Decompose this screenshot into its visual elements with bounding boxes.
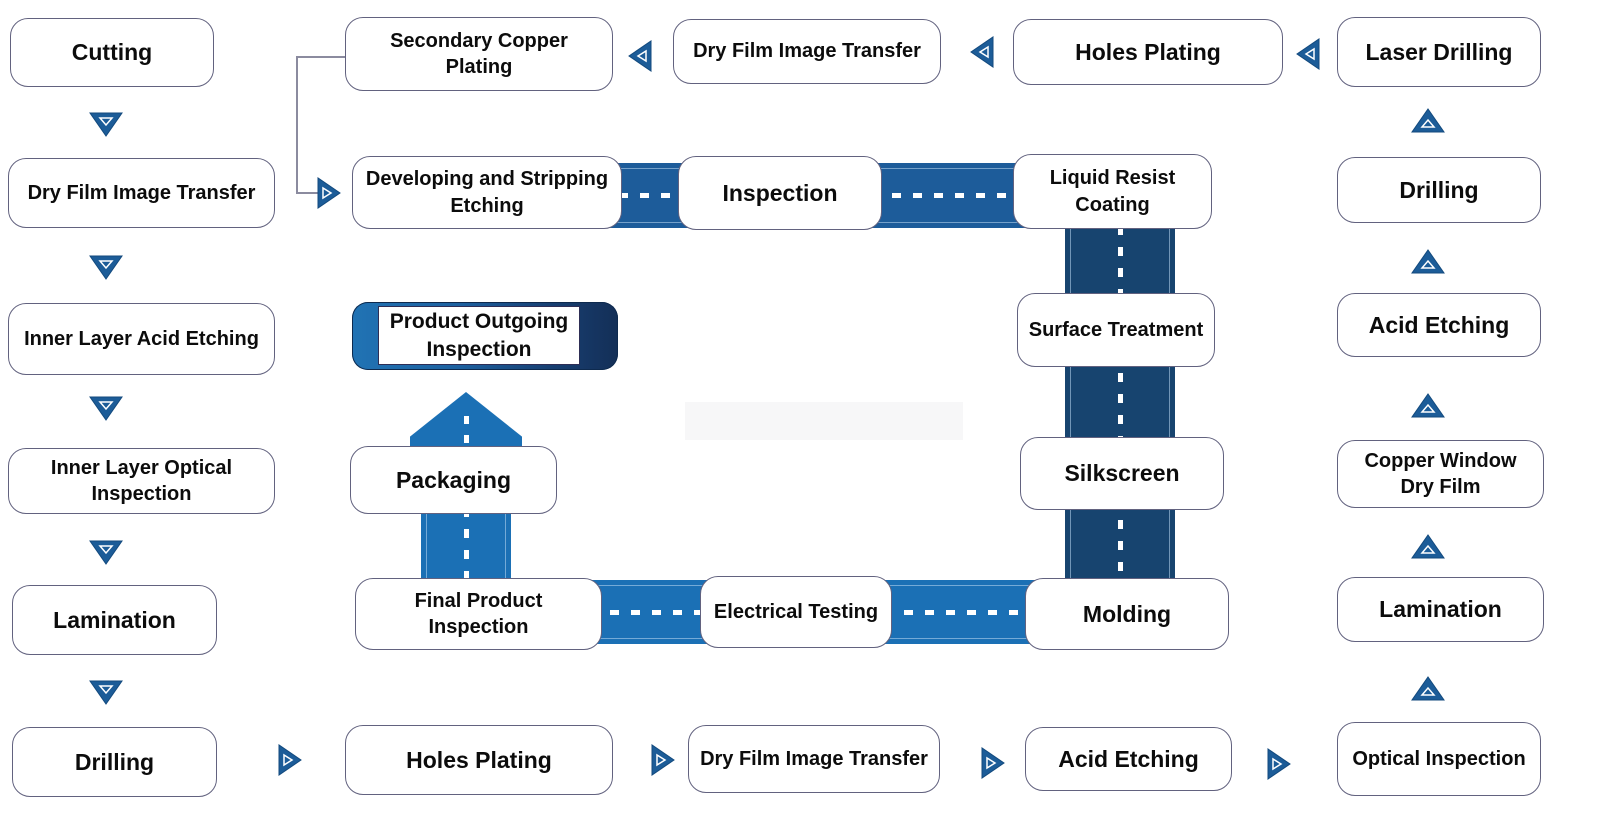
node-lamination-right: Lamination xyxy=(1337,577,1544,642)
node-cutting: Cutting xyxy=(10,18,214,87)
node-acid-etching-bottom: Acid Etching xyxy=(1025,727,1232,791)
wire-top-segment xyxy=(296,56,346,58)
node-silkscreen: Silkscreen xyxy=(1020,437,1224,510)
up-arrow-icon xyxy=(1411,676,1445,701)
node-label: Drilling xyxy=(74,748,155,775)
wire-bottom-segment xyxy=(296,192,320,194)
node-optical-inspection: Optical Inspection xyxy=(1337,722,1541,796)
node-label: Secondary Copper Plating xyxy=(390,29,568,78)
node-packaging: Packaging xyxy=(350,446,557,514)
node-holes-plating-top: Holes Plating xyxy=(1013,19,1283,85)
node-label: Lamination xyxy=(1379,596,1502,623)
right-arrow-icon xyxy=(981,747,1005,779)
up-arrow-icon xyxy=(1411,393,1445,418)
up-arrow-icon xyxy=(1411,534,1445,559)
node-label: Inner Layer Acid Etching xyxy=(24,327,259,350)
down-arrow-icon xyxy=(89,540,123,565)
node-laser-drilling: Laser Drilling xyxy=(1337,17,1541,87)
right-arrow-icon xyxy=(1267,748,1291,780)
node-dry-film-image-transfer-bottom: Dry Film Image Transfer xyxy=(688,725,940,793)
node-label: Inspection xyxy=(722,179,838,206)
down-arrow-icon xyxy=(89,255,123,280)
node-acid-etching-right: Acid Etching xyxy=(1337,293,1541,357)
node-label: Silkscreen xyxy=(1064,460,1180,487)
node-lamination-left: Lamination xyxy=(12,585,217,655)
node-liquid-resist-coating: Liquid Resist Coating xyxy=(1013,154,1212,229)
node-inner-layer-acid-etching: Inner Layer Acid Etching xyxy=(8,303,275,375)
node-surface-treatment: Surface Treatment xyxy=(1017,293,1215,367)
node-copper-window-dry-film: Copper Window Dry Film xyxy=(1337,440,1544,508)
right-arrow-icon xyxy=(317,177,341,209)
node-label: Holes Plating xyxy=(1075,38,1221,65)
up-arrow-icon xyxy=(1411,108,1445,133)
node-dry-film-image-transfer-left: Dry Film Image Transfer xyxy=(8,158,275,228)
left-arrow-icon xyxy=(1296,38,1320,70)
right-arrow-icon xyxy=(651,744,675,776)
node-label: Acid Etching xyxy=(1368,311,1510,338)
up-arrow-icon xyxy=(1411,249,1445,274)
road-liquid-resist-to-molding xyxy=(1065,218,1175,603)
node-label: Dry Film Image Transfer xyxy=(693,40,921,63)
node-label: Final Product Inspection xyxy=(414,589,543,638)
node-inner-layer-optical-inspection: Inner Layer Optical Inspection xyxy=(8,448,275,514)
watermark-band xyxy=(685,402,963,440)
node-label: Acid Etching xyxy=(1058,745,1199,772)
node-label: Molding xyxy=(1082,600,1172,627)
node-molding: Molding xyxy=(1025,578,1229,650)
node-label: Packaging xyxy=(395,466,512,493)
left-arrow-icon xyxy=(628,40,652,72)
node-label: Copper Window Dry Film xyxy=(1364,449,1517,498)
node-developing-and-stripping-etching: Developing and Stripping Etching xyxy=(352,156,622,229)
down-arrow-icon xyxy=(89,112,123,137)
node-label: Developing and Stripping Etching xyxy=(365,168,609,217)
node-dry-film-image-transfer-top: Dry Film Image Transfer xyxy=(673,19,941,84)
node-label: Dry Film Image Transfer xyxy=(27,181,256,204)
node-label: Product Outgoing Inspection xyxy=(389,310,569,361)
node-label: Inner Layer Optical Inspection xyxy=(50,456,233,505)
node-label: Laser Drilling xyxy=(1365,38,1513,65)
node-product-outgoing-inspection-panel: Product Outgoing Inspection xyxy=(378,306,580,365)
node-label: Liquid Resist Coating xyxy=(1049,167,1176,216)
node-label: Dry Film Image Transfer xyxy=(700,747,928,770)
node-final-product-inspection: Final Product Inspection xyxy=(355,578,602,650)
node-label: Drilling xyxy=(1399,176,1479,203)
node-label: Lamination xyxy=(53,606,176,633)
wire-vertical-segment xyxy=(296,56,298,194)
node-secondary-copper-plating: Secondary Copper Plating xyxy=(345,17,613,91)
node-label: Cutting xyxy=(71,39,153,66)
node-label: Electrical Testing xyxy=(713,600,879,623)
node-product-outgoing-inspection: Product Outgoing Inspection xyxy=(352,302,618,370)
node-holes-plating-bottom: Holes Plating xyxy=(345,725,613,795)
left-arrow-icon xyxy=(970,36,994,68)
node-label: Optical Inspection xyxy=(1352,747,1526,770)
right-arrow-icon xyxy=(278,744,302,776)
node-inspection: Inspection xyxy=(678,156,882,230)
node-drilling-left: Drilling xyxy=(12,727,217,797)
down-arrow-icon xyxy=(89,680,123,705)
node-label: Surface Treatment xyxy=(1028,318,1204,341)
node-electrical-testing: Electrical Testing xyxy=(700,576,892,648)
down-arrow-icon xyxy=(89,396,123,421)
node-drilling-right: Drilling xyxy=(1337,157,1541,223)
node-label: Holes Plating xyxy=(406,746,552,773)
